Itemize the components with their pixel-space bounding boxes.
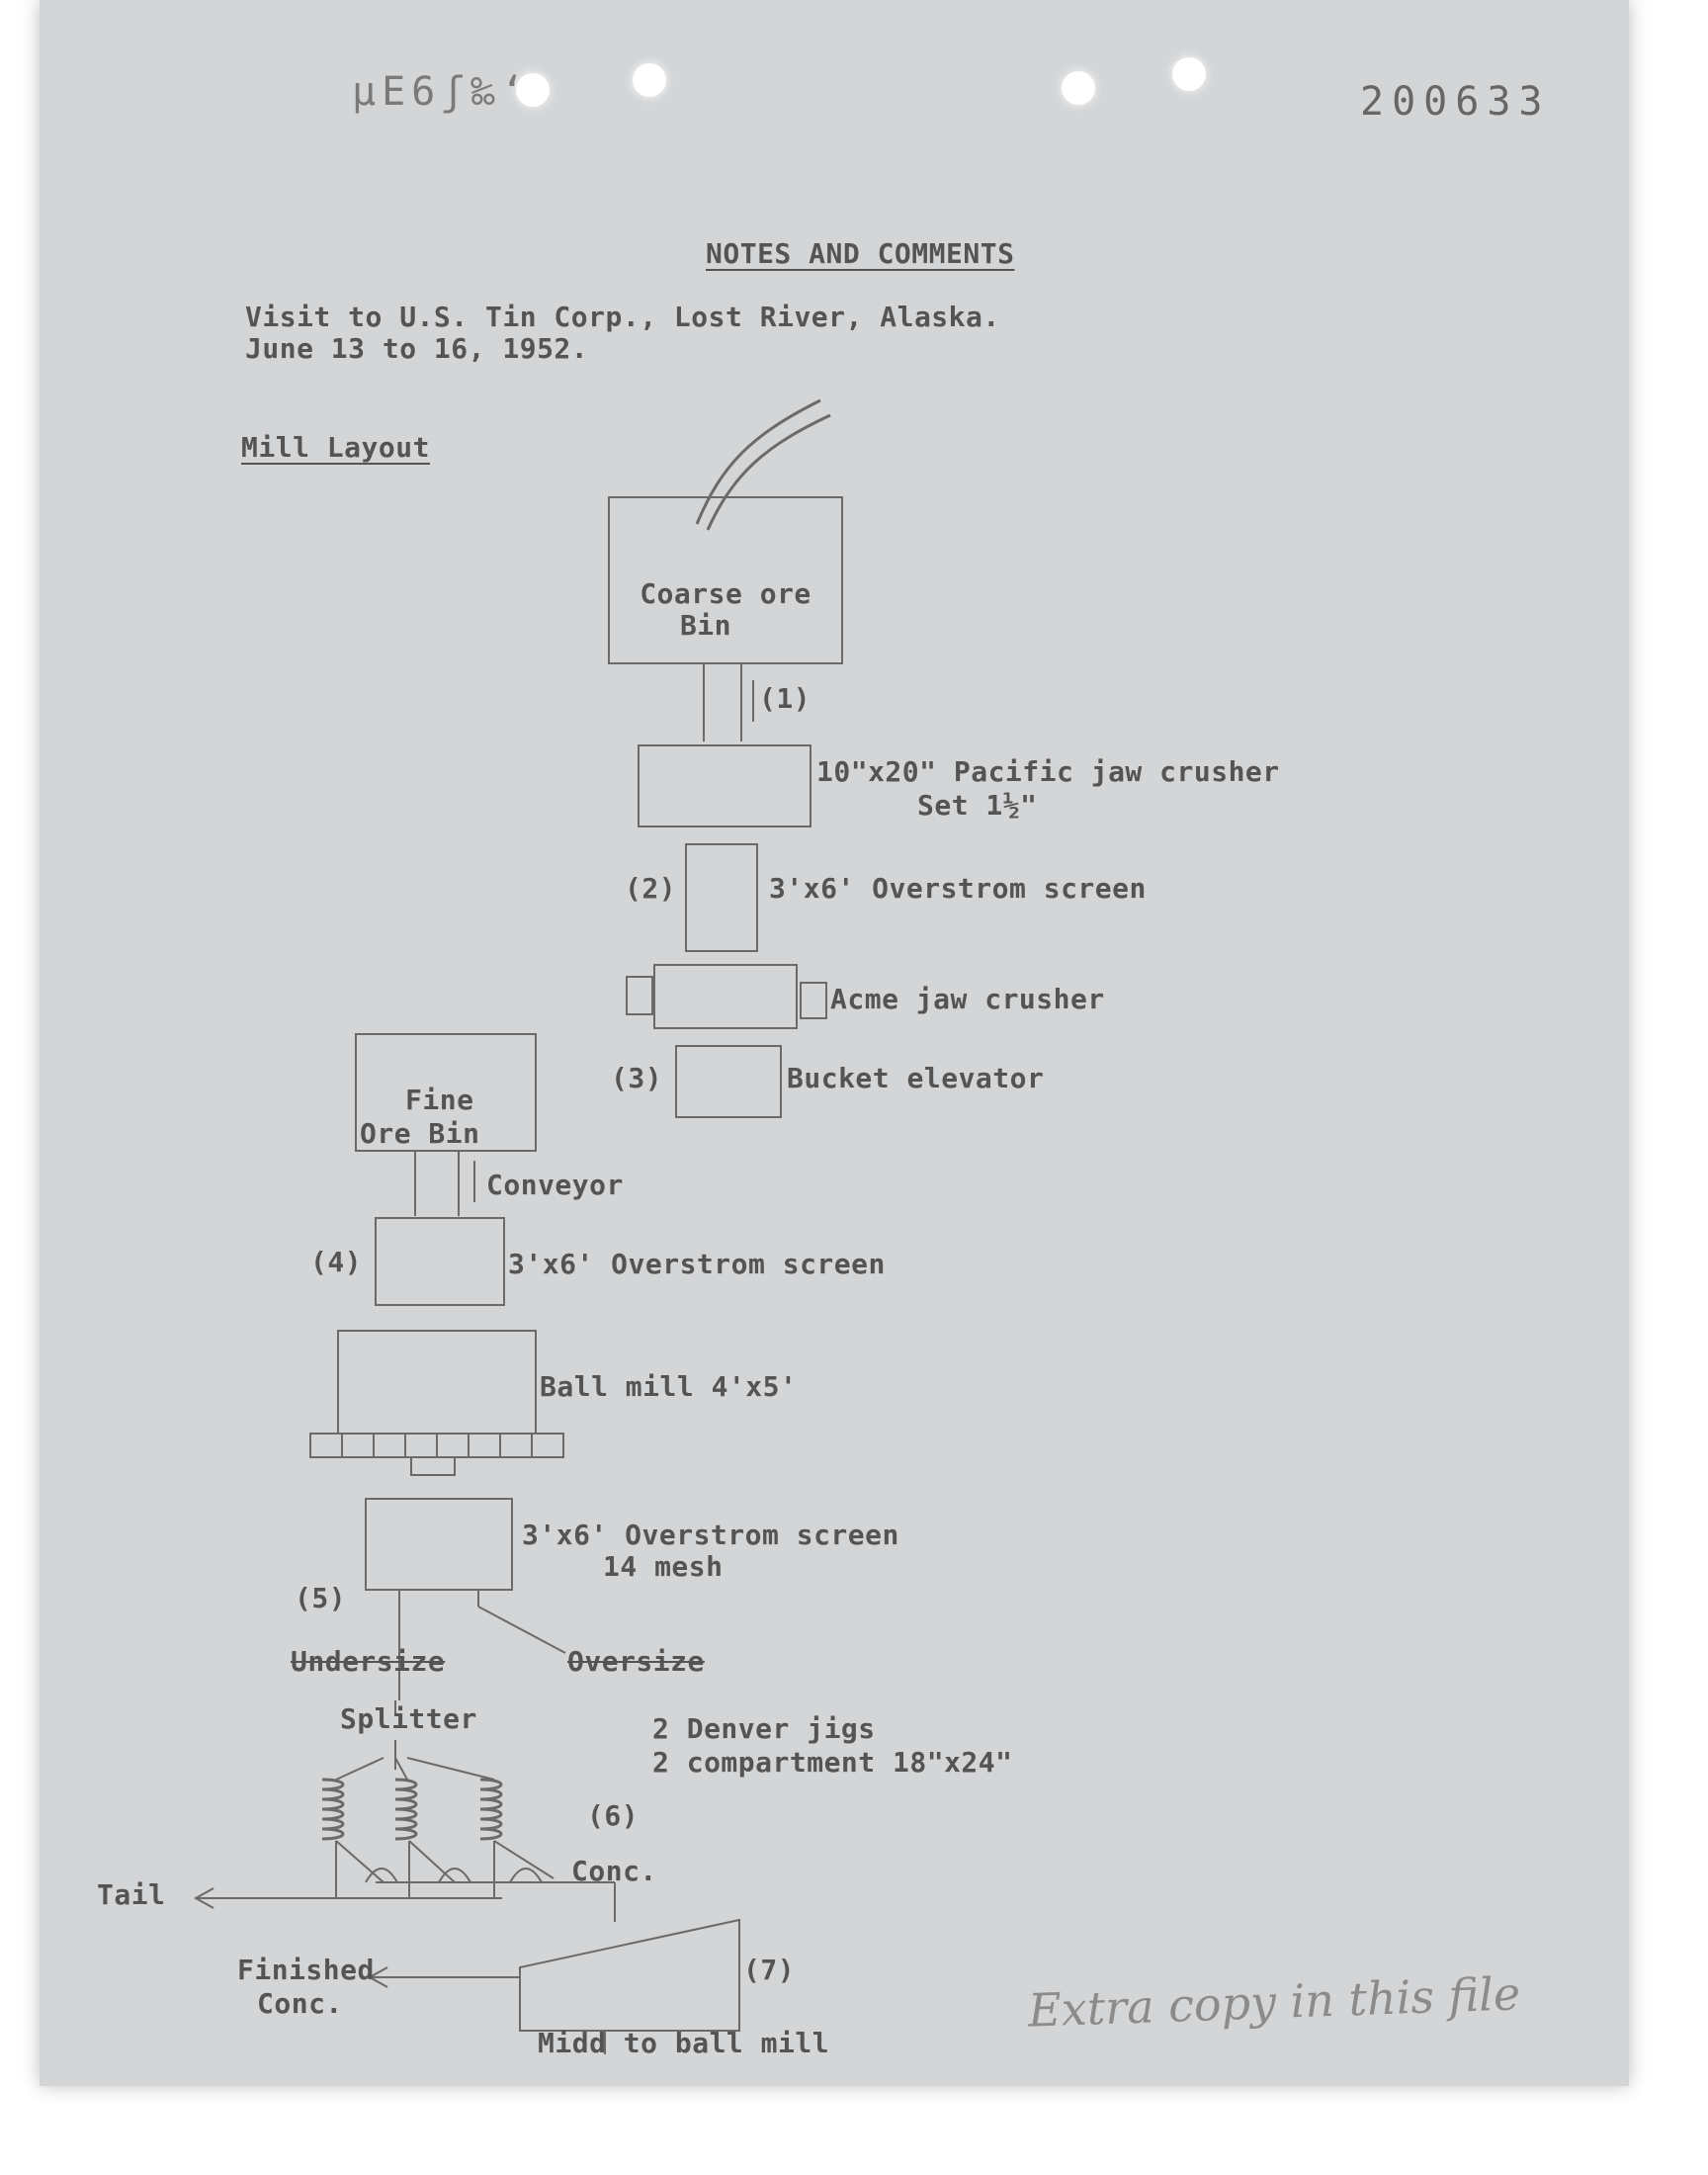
tail-label: Tail: [97, 1878, 166, 1911]
screen-3-label-1: 3'x6' Overstrom screen: [522, 1519, 899, 1551]
acme-crusher-label: Acme jaw crusher: [830, 983, 1105, 1015]
acme-crusher-side: [800, 982, 827, 1019]
fine-ore-bin-box: [355, 1033, 537, 1152]
oversize-label: Oversize: [567, 1645, 705, 1678]
conc-label: Conc.: [571, 1855, 657, 1887]
left-stamp: µE6ʃ‰‘: [352, 69, 531, 115]
conveyor-label: Conveyor: [486, 1169, 624, 1201]
coarse-bin-label-2: Bin: [679, 609, 732, 642]
visit-line-2: June 13 to 16, 1952.: [245, 332, 589, 365]
jaw-crusher-label-1: 10"x20" Pacific jaw crusher: [816, 755, 1280, 788]
ball-mill-base-ribs: [341, 1434, 533, 1457]
punch-hole: [1172, 57, 1206, 91]
finished-label-1: Finished: [237, 1954, 375, 1986]
step-5-label: (5): [295, 1582, 347, 1614]
finished-label-2: Conc.: [257, 1987, 343, 2020]
bucket-elevator-label: Bucket elevator: [787, 1062, 1045, 1094]
punch-hole: [633, 63, 666, 97]
punch-hole: [516, 73, 550, 107]
jaw-crusher-box: [638, 744, 811, 827]
feed-chute: [706, 413, 831, 531]
screen-1-box: [685, 843, 758, 952]
screen-2-box: [375, 1217, 505, 1306]
step-4-label: (4): [310, 1246, 363, 1278]
acme-crusher-box: [653, 964, 798, 1029]
document-number: 200633: [1360, 79, 1551, 125]
step-1-label: (1): [759, 682, 811, 715]
jig-coils: [321, 1778, 503, 1841]
step-7-label: (7): [743, 1954, 796, 1986]
feed-chute: [695, 398, 821, 525]
coarse-ore-bin-box: [608, 496, 843, 664]
screen-2-label: 3'x6' Overstrom screen: [508, 1248, 886, 1280]
ball-mill-box: [337, 1330, 537, 1435]
step-3-label: (3): [611, 1062, 663, 1094]
concentrating-table: [519, 1918, 740, 2032]
splitter-label: Splitter: [340, 1702, 477, 1735]
midd-label: Midd to ball mill: [538, 2027, 830, 2059]
acme-crusher-side: [626, 976, 653, 1015]
screen-3-box: [365, 1498, 513, 1591]
screen-3-label-2: 14 mesh: [603, 1550, 724, 1583]
document-page: µE6ʃ‰‘ 200633 NOTES AND COMMENTS Visit t…: [40, 0, 1629, 2086]
oversize-line: [477, 1606, 566, 1654]
fine-bin-label-2: Ore Bin: [360, 1117, 480, 1150]
page-title: NOTES AND COMMENTS: [706, 237, 1015, 270]
jigs-label-2: 2 compartment 18"x24": [652, 1746, 1013, 1779]
ball-mill-discharge: [410, 1456, 456, 1476]
fine-bin-label-1: Fine: [405, 1084, 474, 1116]
ball-mill-label: Ball mill 4'x5': [540, 1370, 798, 1403]
section-heading: Mill Layout: [241, 431, 430, 464]
mill-layout-diagram: [193, 398, 843, 2054]
screen-1-label: 3'x6' Overstrom screen: [769, 872, 1147, 905]
visit-line-1: Visit to U.S. Tin Corp., Lost River, Ala…: [245, 301, 1000, 333]
jaw-crusher-label-2: Set 1½": [917, 789, 1038, 822]
punch-hole: [1062, 71, 1095, 105]
bucket-elevator-box: [675, 1045, 782, 1118]
step-6-label: (6): [587, 1799, 640, 1832]
step-2-label: (2): [625, 872, 677, 905]
undersize-label: Undersize: [291, 1645, 446, 1678]
jigs-label-1: 2 Denver jigs: [652, 1712, 876, 1745]
coarse-bin-label-1: Coarse ore: [640, 577, 811, 610]
